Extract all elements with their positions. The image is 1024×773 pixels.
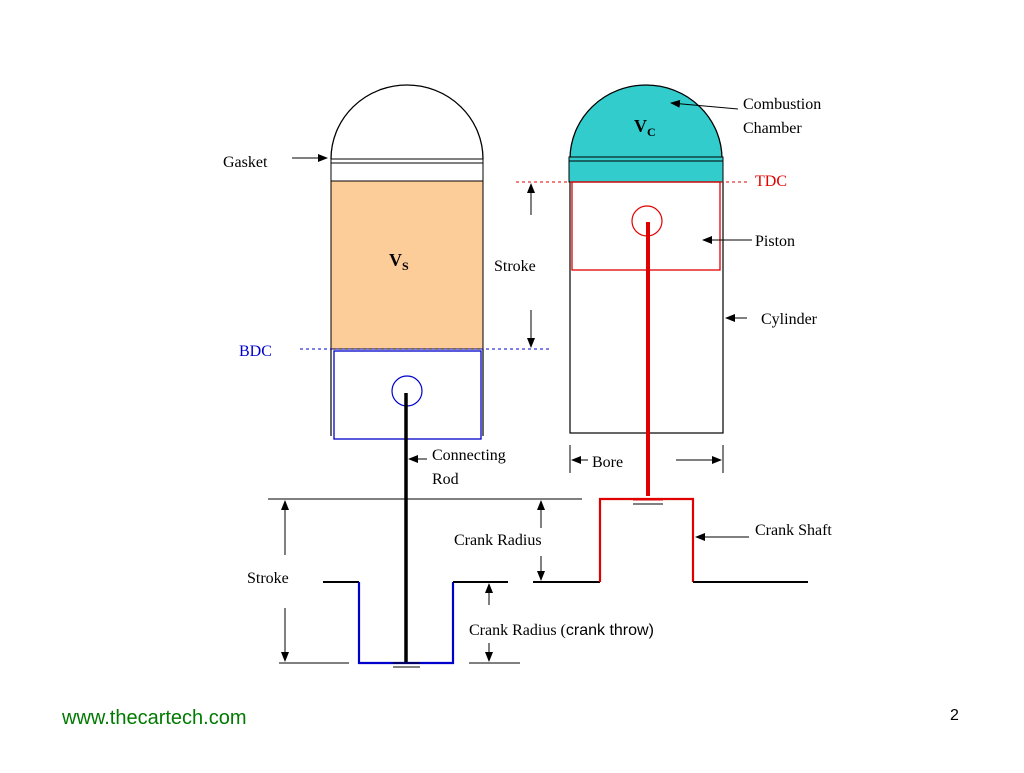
combustion-chamber-label-line1: Combustion [743, 96, 821, 113]
piston-label: Piston [755, 233, 795, 250]
vs-label: VS [389, 250, 409, 273]
leader-arrows [292, 99, 752, 541]
combustion-chamber-dome [569, 84, 723, 160]
website-link[interactable]: www.thecartech.com [62, 707, 247, 729]
left-cylinder-head-dome [330, 84, 484, 160]
combustion-arrow [670, 99, 739, 110]
dimensions [268, 183, 724, 664]
gasket-label: Gasket [223, 154, 268, 171]
labels: Gasket VS VC BDC TDC Stroke Combustion C… [223, 96, 832, 639]
stroke-top-label: Stroke [494, 258, 536, 275]
vc-label: VC [634, 116, 656, 139]
bdc-label: BDC [239, 343, 272, 360]
right-engine [516, 84, 808, 583]
left-gasket-lower [330, 162, 484, 182]
connecting-rod-label-line1: Connecting [432, 447, 506, 464]
left-gasket [330, 158, 484, 164]
crank-shaft-label: Crank Shaft [755, 522, 832, 539]
combustion-chamber-label-line2: Chamber [743, 120, 802, 137]
swept-volume [330, 180, 484, 350]
crank-throw-label: Crank Radius (crank throw) [469, 622, 654, 639]
page-number: 2 [950, 707, 959, 724]
left-engine [300, 84, 552, 668]
connecting-rod-label-line2: Rod [432, 471, 459, 488]
tdc-label: TDC [755, 173, 787, 190]
crank-radius-label: Crank Radius [454, 532, 542, 549]
cylinder-label: Cylinder [761, 311, 818, 328]
stroke-bottom-label: Stroke [247, 570, 289, 587]
bore-label: Bore [592, 454, 623, 471]
right-crank-throw [598, 497, 695, 582]
